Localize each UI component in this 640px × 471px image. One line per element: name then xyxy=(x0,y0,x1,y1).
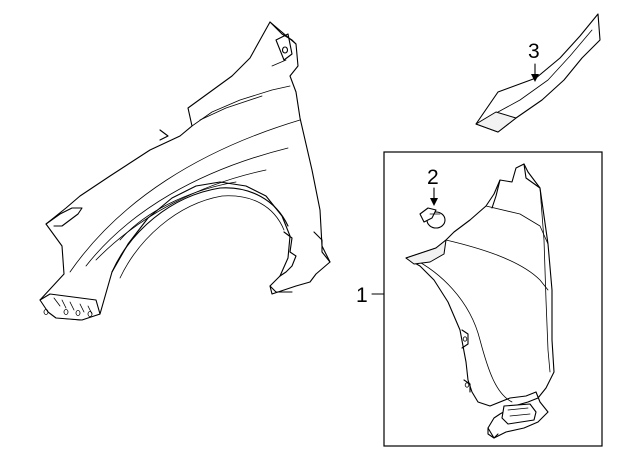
arrowhead-3 xyxy=(531,74,539,82)
assembly-frame xyxy=(383,151,603,447)
fender-shield-seal[interactable] xyxy=(475,13,601,133)
front-fender[interactable] xyxy=(39,21,331,321)
callout-label-2: 2 xyxy=(427,166,439,189)
callout-label-1: 1 xyxy=(356,284,368,307)
fender-liner[interactable] xyxy=(405,163,555,439)
liner-clip[interactable] xyxy=(419,207,446,229)
arrowhead-2 xyxy=(430,198,438,206)
callout-label-3: 3 xyxy=(528,40,540,63)
